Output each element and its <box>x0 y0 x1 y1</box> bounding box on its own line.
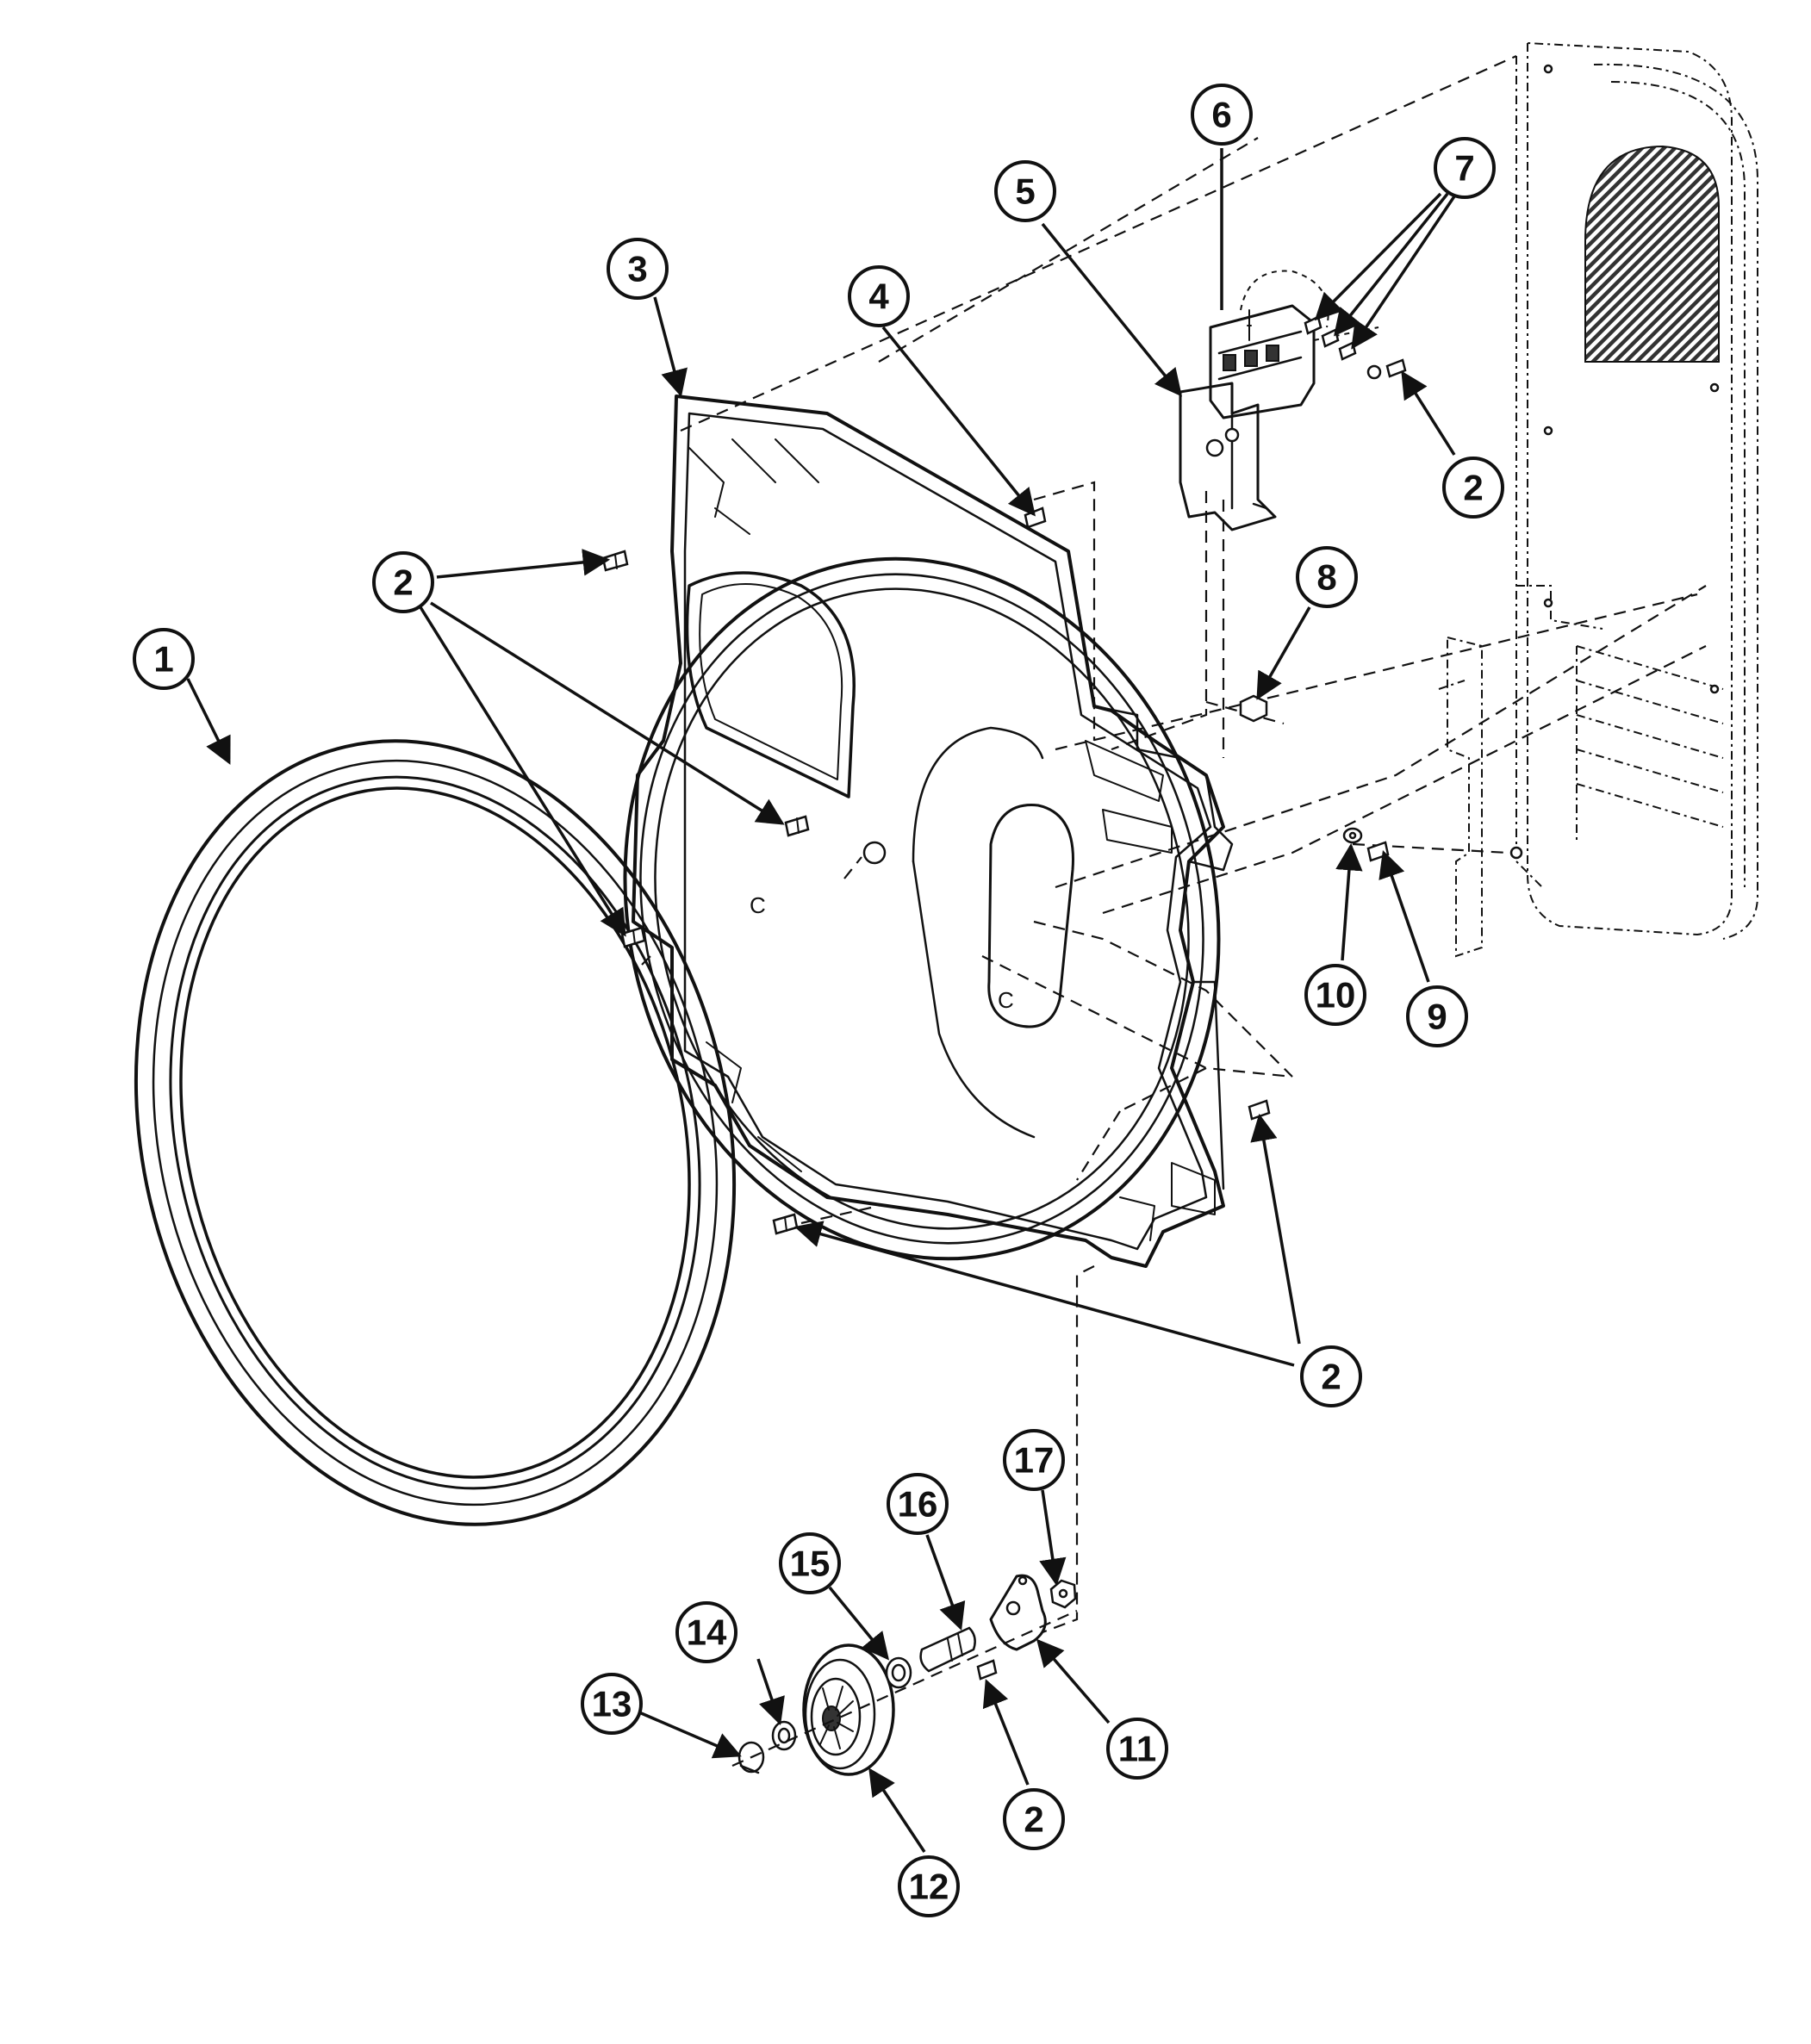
part-1-door-seal-ring <box>134 739 737 1526</box>
svg-text:2: 2 <box>1463 468 1483 508</box>
callout-4: 4 <box>848 265 910 327</box>
nut-part-8 <box>1239 694 1268 723</box>
svg-text:10: 10 <box>1316 975 1356 1016</box>
svg-text:16: 16 <box>898 1484 938 1525</box>
screw-center <box>784 815 810 837</box>
svg-text:2: 2 <box>393 562 413 603</box>
callout-8: 8 <box>1296 546 1358 608</box>
callout-17: 17 <box>1003 1429 1065 1491</box>
part-14-washer <box>771 1720 797 1751</box>
svg-text:3: 3 <box>627 249 647 289</box>
alignment-lines <box>641 54 1707 1634</box>
svg-text:9: 9 <box>1427 997 1447 1037</box>
callout-12: 12 <box>898 1855 960 1917</box>
screw-bottom-left <box>772 1213 799 1235</box>
callout-2-lower-right: 2 <box>1300 1345 1362 1407</box>
part-3-front-bulkhead: C C <box>623 395 1234 1268</box>
part-5-terminal-bracket <box>1179 382 1277 531</box>
boss-mark-c-2: C <box>998 987 1014 1013</box>
callout-5: 5 <box>994 160 1056 222</box>
screw-part-4 <box>1024 506 1047 529</box>
screw-roller-part-2 <box>976 1659 998 1681</box>
svg-text:12: 12 <box>909 1867 949 1907</box>
callouts: 1 2 3 4 5 6 7 2 8 10 9 2 2 17 16 15 <box>133 84 1504 1917</box>
washer-part-10 <box>1342 827 1363 844</box>
part-6-terminal-block <box>1209 270 1379 419</box>
boss-mark-c: C <box>750 892 766 918</box>
part-12-roller-wheel <box>802 1643 895 1776</box>
svg-text:11: 11 <box>1118 1729 1156 1769</box>
cabinet-side-panel <box>1438 41 1758 958</box>
part-17-nut <box>1049 1579 1077 1609</box>
callout-6: 6 <box>1191 84 1253 146</box>
svg-text:5: 5 <box>1015 171 1035 212</box>
callout-1: 1 <box>133 628 195 690</box>
screw-hardware <box>601 315 1407 1235</box>
callout-14: 14 <box>675 1601 737 1663</box>
callout-2-roller: 2 <box>1003 1788 1065 1850</box>
callout-2-top-right: 2 <box>1442 457 1504 519</box>
lint-grille <box>1584 145 1720 363</box>
svg-text:6: 6 <box>1211 95 1231 135</box>
svg-text:14: 14 <box>687 1612 727 1653</box>
callout-11: 11 <box>1106 1718 1168 1780</box>
screw-part-2-top-right <box>1366 358 1407 380</box>
callout-3: 3 <box>607 238 669 300</box>
svg-text:2: 2 <box>1321 1357 1341 1397</box>
svg-text:13: 13 <box>592 1684 632 1724</box>
callout-15: 15 <box>779 1532 841 1594</box>
screw-left-lower <box>620 926 646 948</box>
svg-text:17: 17 <box>1014 1440 1055 1481</box>
svg-text:4: 4 <box>868 276 889 317</box>
callout-16: 16 <box>887 1473 949 1535</box>
svg-text:1: 1 <box>153 639 173 680</box>
callout-10: 10 <box>1304 964 1366 1026</box>
callout-7: 7 <box>1434 137 1496 199</box>
roller-assembly <box>731 1574 1078 1776</box>
part-11-roller-bracket <box>989 1574 1047 1651</box>
svg-text:15: 15 <box>790 1544 831 1584</box>
callout-9: 9 <box>1406 985 1468 1047</box>
svg-text:8: 8 <box>1316 557 1336 598</box>
screw-right-lower <box>1248 1099 1271 1121</box>
leader-lines <box>186 148 1456 1853</box>
svg-text:7: 7 <box>1454 148 1474 189</box>
callout-2-left: 2 <box>372 551 434 613</box>
callout-13: 13 <box>581 1673 643 1735</box>
part-16-axle-shaft <box>919 1626 976 1673</box>
part-15-washer <box>885 1656 912 1689</box>
svg-text:2: 2 <box>1024 1799 1043 1840</box>
